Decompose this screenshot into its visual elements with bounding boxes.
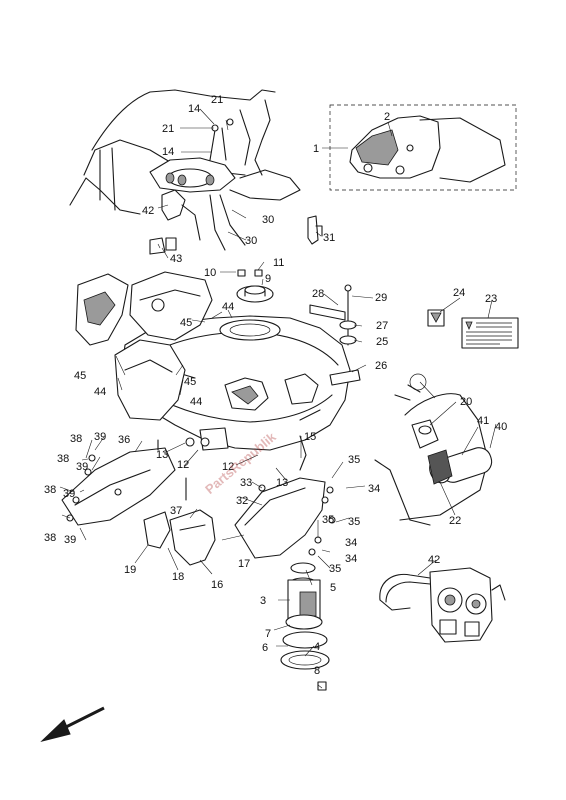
- clip-part-31: [307, 215, 323, 245]
- cover-inset: [329, 104, 517, 191]
- callout-41: 41: [477, 415, 489, 427]
- callout-39: 39: [64, 534, 76, 546]
- callout-42: 42: [428, 554, 440, 566]
- callout-45: 45: [184, 376, 196, 388]
- callout-16: 16: [211, 579, 223, 591]
- top-frame-assembly: [69, 89, 301, 255]
- callout-11: 11: [273, 257, 284, 269]
- callout-8: 8: [314, 665, 320, 677]
- callout-14: 14: [162, 146, 174, 158]
- callout-18: 18: [172, 571, 184, 583]
- callout-38: 38: [57, 453, 69, 465]
- callout-13: 13: [156, 449, 168, 461]
- callout-38: 38: [44, 532, 56, 544]
- callout-3: 3: [260, 595, 266, 607]
- callout-38: 38: [44, 484, 56, 496]
- callout-9: 9: [265, 273, 271, 285]
- callout-34: 34: [345, 537, 357, 549]
- callout-38: 38: [70, 433, 82, 445]
- callout-27: 27: [376, 320, 388, 332]
- callout-7: 7: [265, 628, 271, 640]
- callout-30: 30: [245, 235, 257, 247]
- mount-brackets: [143, 509, 216, 566]
- callout-39: 39: [76, 461, 88, 473]
- callout-20: 20: [460, 396, 472, 408]
- callout-40: 40: [495, 421, 507, 433]
- callout-21: 21: [211, 94, 223, 106]
- callout-10: 10: [204, 267, 216, 279]
- callout-23: 23: [485, 293, 497, 305]
- callout-35: 35: [348, 516, 360, 528]
- callout-44: 44: [222, 301, 234, 313]
- throttle-body-assembly: [379, 567, 506, 643]
- fuel-pump-assembly: [280, 562, 330, 691]
- callout-39: 39: [63, 488, 75, 500]
- callout-6: 6: [262, 642, 268, 654]
- callout-15: 15: [304, 431, 316, 443]
- callout-24: 24: [453, 287, 465, 299]
- callout-39: 39: [94, 431, 106, 443]
- callout-36: 36: [118, 434, 130, 446]
- callout-25: 25: [376, 336, 388, 348]
- fuel-tank: [121, 315, 351, 471]
- callout-45: 45: [74, 370, 86, 382]
- callout-28: 28: [312, 288, 324, 300]
- callout-42: 42: [142, 205, 154, 217]
- callout-33: 33: [240, 477, 252, 489]
- callout-30: 30: [262, 214, 274, 226]
- callout-34: 34: [368, 483, 380, 495]
- callout-29: 29: [375, 292, 387, 304]
- callout-5: 5: [330, 582, 336, 594]
- callout-26: 26: [375, 360, 387, 372]
- callout-22: 22: [449, 515, 461, 527]
- callout-45: 45: [180, 317, 192, 329]
- lower-right-cover: [234, 477, 336, 559]
- lower-left-panel: [61, 439, 187, 526]
- callout-1: 1: [313, 143, 319, 155]
- callout-37: 37: [170, 505, 182, 517]
- warning-labels: [427, 309, 519, 349]
- tank-bracket: [309, 284, 361, 386]
- callout-4: 4: [314, 641, 320, 653]
- callout-44: 44: [94, 386, 106, 398]
- callout-34: 34: [345, 553, 357, 565]
- callout-35: 35: [348, 454, 360, 466]
- callout-43: 43: [170, 253, 182, 265]
- callout-19: 19: [124, 564, 136, 576]
- callout-numbers: 1 2 21 14 21 14 42 30 30 43 31 10 11 9 2…: [44, 94, 507, 677]
- callout-21: 21: [162, 123, 174, 135]
- front-arrow-icon: [40, 706, 105, 742]
- callout-12: 12: [222, 461, 234, 473]
- callout-44: 44: [190, 396, 202, 408]
- callout-14: 14: [188, 103, 200, 115]
- filler-cap: [236, 269, 274, 303]
- callout-31: 31: [323, 232, 335, 244]
- callout-12: 12: [177, 459, 189, 471]
- callout-13: 13: [276, 477, 288, 489]
- callout-2: 2: [384, 111, 390, 123]
- tank-side-covers: [75, 271, 213, 421]
- leader-lines: [59, 108, 497, 689]
- callout-35: 35: [329, 563, 341, 575]
- callout-32: 32: [236, 495, 248, 507]
- charcoal-canister-area: [374, 373, 493, 526]
- callout-35: 35: [322, 514, 334, 526]
- callout-17: 17: [238, 558, 250, 570]
